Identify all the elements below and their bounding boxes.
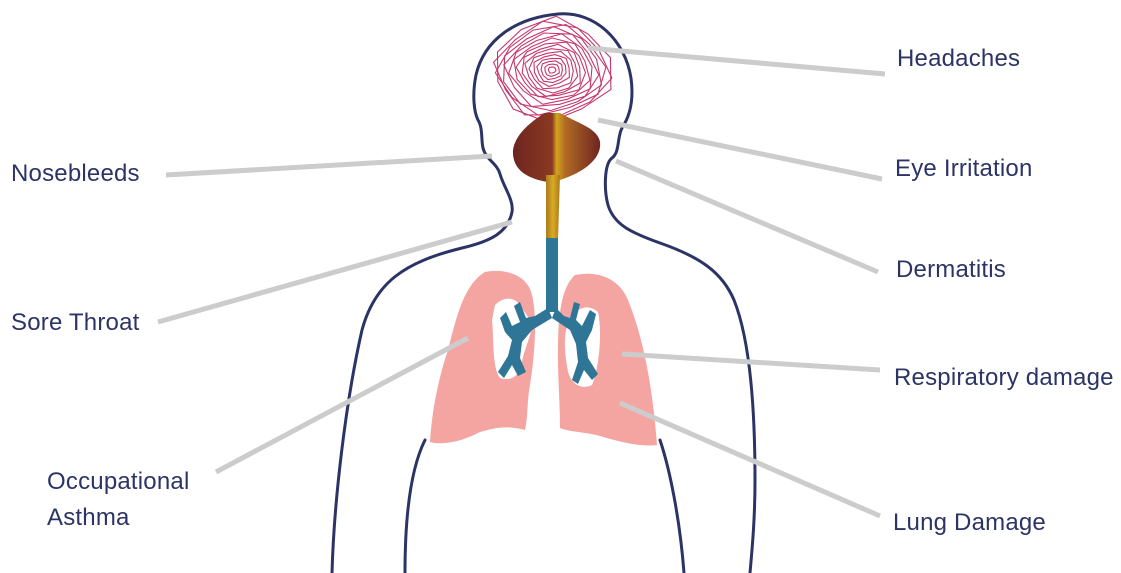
label-nosebleeds: Nosebleeds xyxy=(11,160,140,187)
upper-trachea xyxy=(546,175,560,240)
mouth-cavity xyxy=(513,113,600,182)
leader-line-headaches xyxy=(588,48,885,74)
label-occupational-asthma-line2: Asthma xyxy=(47,504,130,531)
label-sore-throat: Sore Throat xyxy=(11,309,140,336)
leader-line-respiratory-damage xyxy=(622,354,880,370)
label-headaches: Headaches xyxy=(897,45,1020,72)
label-occupational-asthma-line1: Occupational xyxy=(47,468,190,495)
brain-swirl-ring xyxy=(548,67,556,73)
brain-swirl-ring xyxy=(545,64,560,76)
label-respiratory-damage: Respiratory damage xyxy=(894,364,1114,391)
brain-swirl-ring xyxy=(529,51,573,88)
brain-swirl-icon xyxy=(494,16,612,122)
lungs-icon xyxy=(430,271,657,446)
label-lung-damage: Lung Damage xyxy=(893,509,1046,536)
label-eye-irritation: Eye Irritation xyxy=(895,155,1033,182)
right-arm-outline xyxy=(660,440,684,573)
leader-line-sore-throat xyxy=(158,222,512,322)
leader-line-dermatitis xyxy=(616,161,878,272)
leader-line-lung-damage xyxy=(620,403,880,516)
leader-line-nosebleeds xyxy=(166,156,492,175)
brain-swirl-ring xyxy=(498,16,611,122)
label-dermatitis: Dermatitis xyxy=(896,256,1006,283)
lower-trachea xyxy=(546,238,558,312)
brain-swirl-ring xyxy=(534,55,569,87)
left-arm-outline xyxy=(405,440,425,573)
